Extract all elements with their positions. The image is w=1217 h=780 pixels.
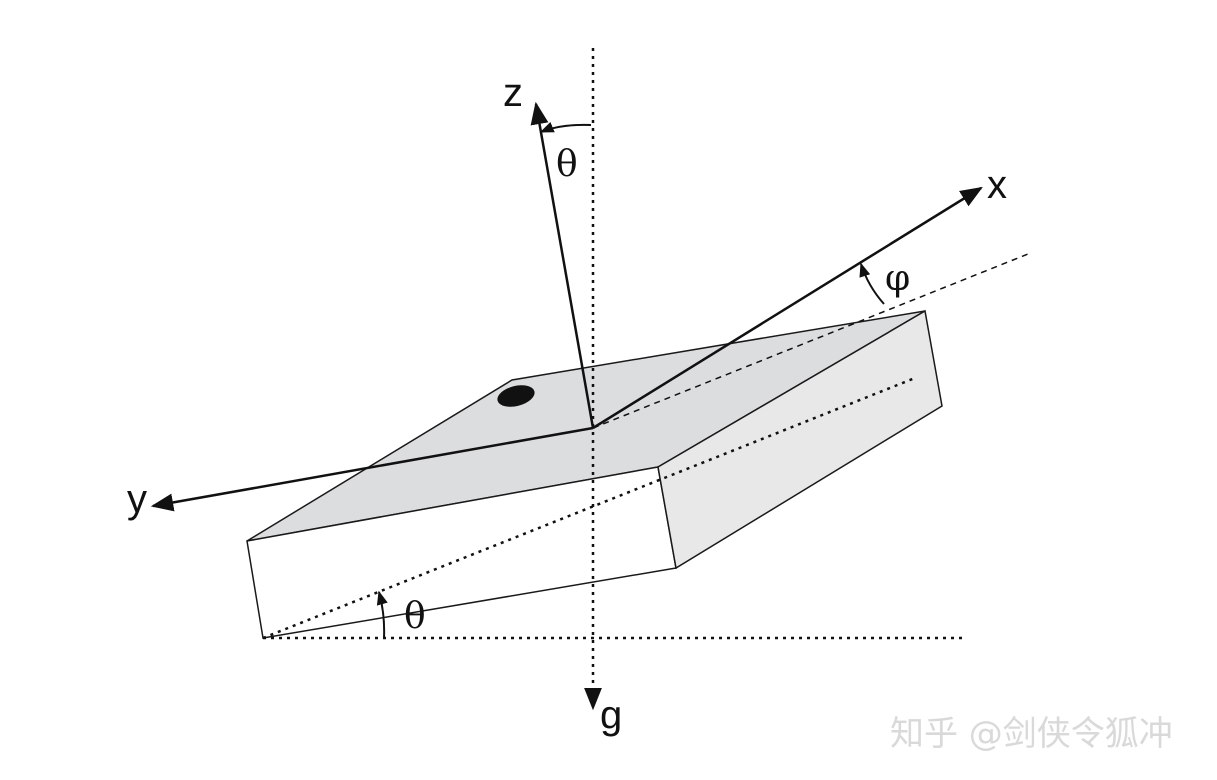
gravity-label: g [600,693,622,737]
phi-arc [859,262,885,305]
phi-reference-line [592,253,1029,429]
theta-top-label: θ [556,144,578,185]
marker-dot [497,385,535,407]
x-axis-line [592,186,983,430]
phi-label: φ [885,258,910,299]
y-axis-label: y [127,477,147,521]
y-axis-line [150,426,594,512]
block-side-face [657,309,943,570]
theta-bottom-arc [376,590,388,639]
theta-bottom-label: θ [404,596,426,637]
watermark-text: 知乎 @剑侠令狐冲 [890,714,1173,754]
z-axis-line [530,101,595,429]
incline-line [262,376,916,640]
theta-top-arc [539,121,592,133]
x-axis-label: x [987,163,1007,207]
z-axis-label: z [503,71,523,115]
